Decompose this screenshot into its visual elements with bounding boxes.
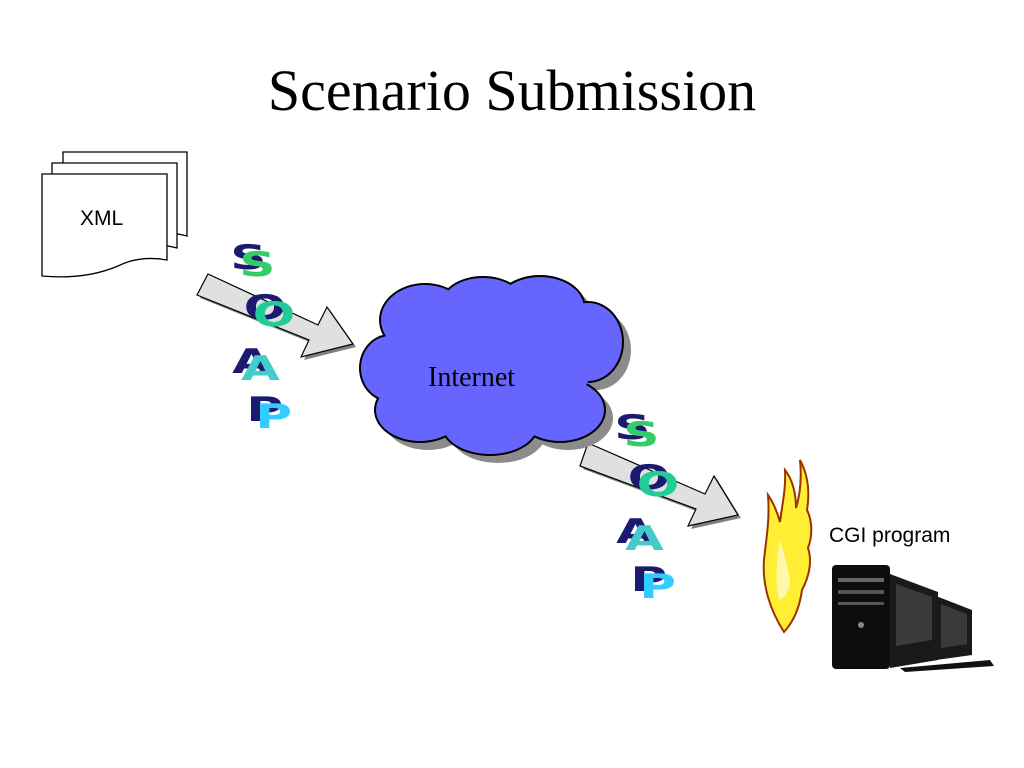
document-label: XML [80,207,124,230]
soap-letter-shadow: A [616,512,655,552]
soap-letter-shadow: O [627,458,671,498]
soap-letter: O [252,295,296,335]
soap-letter-shadow: P [630,560,667,600]
soap-letter: A [241,349,280,389]
firewall-flame-icon [762,459,813,634]
soap-letter-shadow: S [614,408,651,448]
arrow-icon [196,273,356,360]
soap-letter: O [636,465,680,505]
soap-letter-shadow: A [232,342,271,382]
soap-letter: S [239,245,276,285]
cloud-label: Internet [428,362,516,393]
document-stack-icon [41,151,188,278]
computer-icon [832,565,994,672]
soap-letter: P [639,567,676,607]
soap-letter-shadow: S [230,238,267,278]
soap-letter: P [255,397,292,437]
soap-letter-shadow: O [243,288,287,328]
soap-letter: A [625,519,664,559]
soap-letter-shadow: P [246,390,283,430]
slide-title: Scenario Submission [267,58,757,123]
arrow-icon [579,442,741,529]
cloud-icon [359,275,631,463]
soap-letter: S [623,415,660,455]
server-label: CGI program [829,524,951,547]
